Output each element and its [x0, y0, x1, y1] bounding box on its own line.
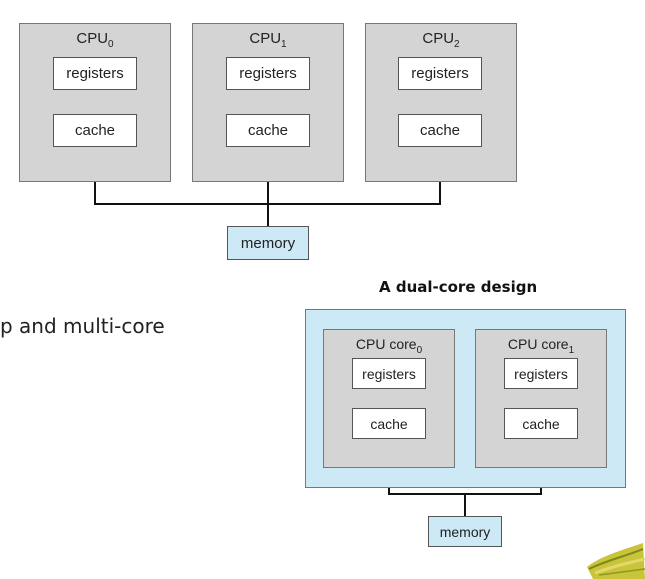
dual-core-title: A dual-core design: [379, 278, 538, 296]
memory-box-dual: memory: [428, 516, 502, 547]
memory-box-top: memory: [227, 226, 309, 260]
leaf-decoration-icon: [587, 543, 645, 579]
registers-box-1: registers: [226, 57, 310, 90]
cpu-box-2: CPU2: [365, 23, 517, 182]
cpu-box-1: CPU1: [192, 23, 344, 182]
core-registers-box-0: registers: [352, 358, 426, 389]
core-box-0: CPU core0: [323, 329, 455, 468]
core-label-1: CPU core1: [507, 336, 575, 356]
cpu-label-1: CPU1: [249, 30, 287, 50]
registers-box-0: registers: [53, 57, 137, 90]
cache-box-2: cache: [398, 114, 482, 147]
core-cache-box-1: cache: [504, 408, 578, 439]
cache-box-0: cache: [53, 114, 137, 147]
core-box-1: CPU core1: [475, 329, 607, 468]
registers-box-2: registers: [398, 57, 482, 90]
cpu-box-0: CPU0: [19, 23, 171, 182]
core-registers-box-1: registers: [504, 358, 578, 389]
core-label-0: CPU core0: [355, 336, 423, 356]
slide-body-text: p and multi-core: [0, 314, 165, 338]
cpu-label-0: CPU0: [76, 30, 114, 50]
cache-box-1: cache: [226, 114, 310, 147]
core-cache-box-0: cache: [352, 408, 426, 439]
cpu-label-2: CPU2: [422, 30, 460, 50]
